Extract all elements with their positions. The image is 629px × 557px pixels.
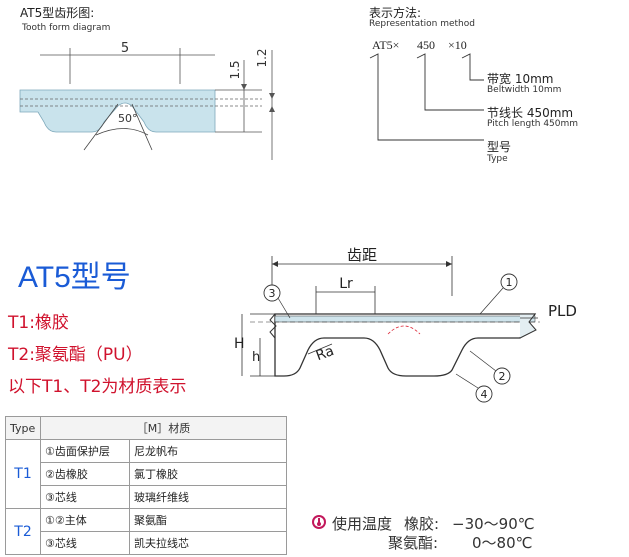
table-row: ③芯线 玻璃纤维线 — [6, 485, 287, 509]
belt-body — [274, 313, 537, 377]
temp-pu-range: 0〜80℃ — [472, 534, 533, 552]
angle-line-right — [131, 103, 153, 151]
callout-3-label: 3 — [269, 287, 276, 300]
angle-value: 50° — [118, 112, 138, 125]
temp-rubber-label: 橡胶: — [404, 515, 440, 533]
h-big-label: H — [234, 336, 245, 352]
tooth-distance-label: 齿距 — [347, 246, 377, 264]
beltwidth-cn: 带宽 10mm — [487, 72, 554, 86]
dim-b-value: 1.2 — [255, 48, 269, 67]
ra-leader — [307, 343, 333, 355]
part-cell: ①②主体 — [40, 508, 130, 532]
belt-end-right — [519, 313, 537, 339]
part-cell: ①齿面保护层 — [40, 439, 130, 463]
header-material: ［M］材质 — [40, 416, 287, 440]
callout-3-leader — [277, 297, 291, 319]
note-t2: T2:聚氨酯（PU） — [8, 345, 143, 365]
dim-a-value: 1.5 — [228, 60, 242, 79]
material-table: Type ［M］材质 T1 ①齿面保护层 尼龙帆布 ②齿橡胶 氯丁橡胶 ③芯线 … — [5, 416, 287, 555]
beltwidth-en: Beltwidth 10mm — [487, 85, 562, 95]
repr-subtitle: Representation method — [369, 19, 475, 29]
pitch-length-cn: 节线长 450mm — [487, 106, 574, 120]
repr-title: 表示方法: — [369, 6, 422, 20]
material-cell: 玻璃纤维线 — [129, 485, 287, 509]
temp-label: 使用温度 — [332, 515, 393, 533]
angle-arc — [95, 128, 149, 136]
tooth-pitch-arrow-r — [446, 261, 452, 267]
table-row: T1 ①齿面保护层 尼龙帆布 — [5, 439, 287, 509]
pld-label: PLD — [548, 302, 577, 320]
callout-1-label: 1 — [506, 276, 513, 289]
type-en: Type — [487, 154, 508, 164]
part-cell: ③芯线 — [40, 485, 130, 509]
tooth-form-title: AT5型齿形图: — [20, 6, 95, 20]
callout-4-label: 4 — [481, 388, 488, 401]
thermometer-icon — [312, 515, 326, 529]
tooth-form-diagram: 5 50° 1.5 1.2 — [19, 41, 275, 160]
header-type: Type — [5, 416, 41, 440]
angle-line-left — [83, 103, 119, 151]
h-small-label: h — [252, 350, 260, 365]
dim-b-arrow-top — [269, 93, 275, 99]
tooth-pitch-arrow-l — [272, 261, 278, 267]
callout-2 — [493, 367, 511, 385]
part-cell: ③芯线 — [40, 531, 130, 555]
table-row: ③芯线 凯夫拉线芯 — [6, 531, 287, 555]
callout-3 — [263, 284, 281, 302]
table-header-row: Type ［M］材质 — [5, 416, 287, 440]
table-row: T2 ①②主体 聚氨酯 — [5, 508, 287, 555]
ra-label: Ra — [314, 343, 336, 364]
type-cell-t1: T1 — [5, 439, 41, 509]
pitch-value: 5 — [121, 41, 129, 56]
pitch-length-en: Pitch length 450mm — [487, 119, 579, 129]
belt-cord — [274, 315, 536, 323]
repr-leaders — [369, 53, 484, 141]
belt-end-left — [269, 313, 277, 339]
material-cell: 尼龙帆布 — [129, 439, 287, 463]
type-cn: 型号 — [487, 140, 512, 154]
type-cell-t2: T2 — [5, 508, 41, 555]
temp-pu-label: 聚氨酯: — [388, 534, 439, 552]
callout-1-leader — [479, 287, 504, 315]
callout-2-label: 2 — [499, 370, 506, 383]
model-title: AT5型号 — [18, 261, 131, 294]
dim-b-arrow-bottom — [269, 106, 275, 112]
note-material: 以下T1、T2为材质表示 — [8, 377, 187, 397]
leader-type — [369, 53, 484, 141]
material-cell: 聚氨酯 — [129, 508, 287, 532]
callout-2-leader — [469, 350, 497, 372]
part-cell: ②齿橡胶 — [40, 462, 130, 486]
tooth-form-subtitle: Tooth form diagram — [22, 23, 111, 33]
dim-a-arrow — [241, 84, 247, 90]
material-cell: 凯夫拉线芯 — [129, 531, 287, 555]
code-part-length: 450 — [417, 38, 435, 52]
temp-rubber-range: −30〜90℃ — [452, 515, 535, 533]
code-part-width: ×10 — [448, 38, 467, 52]
callout-1 — [500, 273, 518, 291]
table-row: ②齿橡胶 氯丁橡胶 — [6, 462, 287, 486]
belt-profile-diagram: 齿距 Lr H h Ra PLD 3 1 2 4 — [234, 246, 577, 403]
note-t1: T1:橡胶 — [8, 313, 69, 333]
callout-4-leader — [455, 373, 479, 389]
leader-width — [461, 53, 484, 81]
lr-label: Lr — [339, 276, 353, 292]
code-part-type: AT5× — [372, 38, 400, 52]
material-cell: 氯丁橡胶 — [129, 462, 287, 486]
tooth-belt-body — [19, 89, 216, 133]
callout-4 — [475, 385, 493, 403]
leader-length — [416, 53, 484, 111]
